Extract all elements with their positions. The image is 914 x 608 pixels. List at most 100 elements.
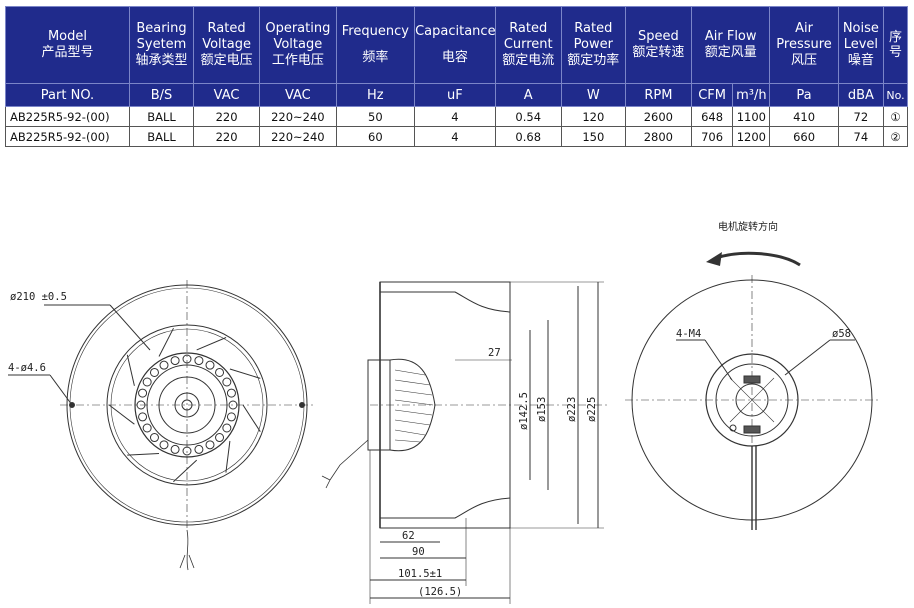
cell: BALL xyxy=(128,126,195,147)
leader-line xyxy=(784,339,831,376)
dim-225: ø225 xyxy=(586,397,598,422)
cell: 72 xyxy=(837,106,885,127)
vent-hole xyxy=(142,377,152,387)
cell: 1200 xyxy=(732,126,771,147)
cell: 220~240 xyxy=(259,126,337,147)
cell: 4 xyxy=(414,106,496,127)
unit-cell: VAC xyxy=(193,83,261,107)
vent-hole xyxy=(222,423,232,433)
front-blades xyxy=(108,327,261,483)
leader-line xyxy=(109,304,151,351)
unit-cell: Pa xyxy=(769,83,839,107)
dim-screws: 4-M4 xyxy=(676,328,701,340)
impeller-blade xyxy=(158,327,174,357)
impeller-blade xyxy=(225,440,231,473)
cell: 706 xyxy=(690,126,734,147)
vent-hole xyxy=(226,412,236,422)
unit-cell: dBA xyxy=(837,83,885,107)
unit-cell: m³/h xyxy=(732,83,771,107)
cell: 220~240 xyxy=(259,106,337,127)
cell: AB225R5-92-(00) xyxy=(5,106,130,127)
dim-62: 62 xyxy=(402,530,415,542)
table-row: AB225R5-92-(00) BALL 220 220~240 50 4 0.… xyxy=(5,106,908,127)
dim-hub: ø58 xyxy=(832,328,851,340)
dim-223: ø223 xyxy=(566,397,578,422)
front-cable xyxy=(179,529,195,571)
technical-drawing: ø210 ±0.5 4-ø4.6 27 ø142.5 ø153 ø223 ø22… xyxy=(8,220,880,604)
vent-hole xyxy=(222,377,232,387)
side-cable xyxy=(321,439,369,489)
cell: AB225R5-92-(00) xyxy=(5,126,130,147)
dim-outer-dia: ø210 ±0.5 xyxy=(10,291,67,303)
vent-hole xyxy=(159,440,169,450)
impeller-blade xyxy=(127,453,160,456)
dim-27: 27 xyxy=(488,347,501,359)
impeller-blade xyxy=(196,337,227,351)
col-index: 序号 xyxy=(883,6,908,84)
unit-cell: CFM xyxy=(690,83,734,107)
dim-mount-holes: 4-ø4.6 xyxy=(8,362,46,374)
rotation-arrow xyxy=(715,251,801,267)
cell: 60 xyxy=(335,126,416,147)
vent-hole xyxy=(170,356,180,366)
rotation-arrow-head xyxy=(706,252,722,266)
vent-hole xyxy=(159,360,169,370)
vent-hole xyxy=(149,433,159,443)
vent-hole xyxy=(215,367,225,377)
unit-cell: Hz xyxy=(335,83,416,107)
leader-line xyxy=(704,339,733,381)
vent-hole xyxy=(138,412,148,422)
vent-hole xyxy=(149,367,159,377)
cell: BALL xyxy=(128,106,195,127)
cell: 0.54 xyxy=(494,106,562,127)
unit-cell: Part NO. xyxy=(5,83,130,107)
impeller-blade xyxy=(173,459,198,483)
cell: 648 xyxy=(690,106,734,127)
cell: 1100 xyxy=(732,106,771,127)
dim-153: ø153 xyxy=(536,397,548,422)
vent-hole xyxy=(205,360,215,370)
label-plate xyxy=(743,375,761,384)
vent-hole xyxy=(226,388,236,398)
vent-hole xyxy=(215,433,225,443)
cell: 220 xyxy=(193,106,261,127)
vent-hole xyxy=(194,356,204,366)
cell: 150 xyxy=(560,126,626,147)
dim-142: ø142.5 xyxy=(518,392,530,430)
label-plate xyxy=(743,425,761,434)
table-row: AB225R5-92-(00) BALL 220 220~240 60 4 0.… xyxy=(5,126,908,147)
leader-line xyxy=(49,374,73,406)
unit-cell: B/S xyxy=(128,83,195,107)
impeller-blade xyxy=(126,354,135,386)
rear-view xyxy=(625,251,880,530)
vent-hole xyxy=(205,440,215,450)
unit-cell: RPM xyxy=(624,83,692,107)
cell: 74 xyxy=(837,126,885,147)
cell: 120 xyxy=(560,106,626,127)
front-view xyxy=(8,280,314,571)
vent-hole xyxy=(138,388,148,398)
unit-cell: W xyxy=(560,83,626,107)
cell: ① xyxy=(883,106,908,127)
vent-hole xyxy=(194,444,204,454)
cell: ② xyxy=(883,126,908,147)
unit-cell: VAC xyxy=(259,83,337,107)
cell: 2600 xyxy=(624,106,692,127)
unit-cell: No. xyxy=(883,83,908,107)
side-shroud-bottom xyxy=(380,497,511,519)
dim-126: (126.5) xyxy=(418,586,462,598)
rotation-label: 电机旋转方向 xyxy=(718,220,778,233)
side-view xyxy=(321,281,610,604)
vent-hole xyxy=(142,423,152,433)
